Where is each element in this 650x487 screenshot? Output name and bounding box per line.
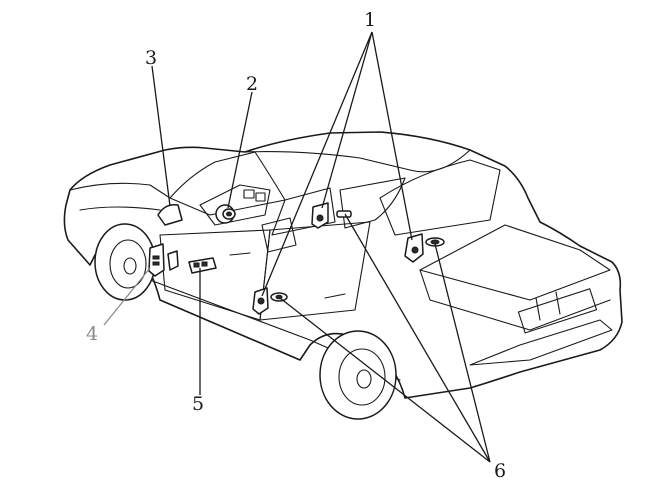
leader-4 — [103, 267, 151, 326]
front-rim — [109, 239, 147, 289]
side-mirror — [157, 203, 183, 226]
door-handle-rear — [324, 293, 346, 299]
actuator-front-bracket — [336, 210, 352, 218]
master-switch-button-1 — [193, 262, 200, 268]
callout-labels: 1 2 3 4 5 6 — [86, 9, 506, 482]
actuator-rear-bracket-inner — [430, 239, 440, 245]
dash-panel-2 — [255, 192, 266, 202]
rear-bumper — [469, 319, 613, 366]
component-1-rear — [404, 233, 445, 263]
driver-actuator-slot-2 — [152, 261, 160, 266]
dash-panel-1 — [243, 189, 255, 199]
driver-door-actuator-icon — [148, 243, 165, 277]
rear-door-actuator-pin — [257, 297, 265, 305]
leader-1b — [261, 31, 373, 297]
front-wheel — [94, 223, 156, 301]
dashboard — [199, 184, 271, 226]
callout-6: 6 — [494, 460, 506, 482]
rear-light-divider-2 — [555, 291, 561, 315]
component-1-front — [311, 202, 352, 229]
trunk-edge — [419, 269, 611, 331]
rear-rim — [338, 348, 386, 406]
leader-1c — [371, 31, 413, 241]
rocker-panel — [159, 299, 301, 361]
leader-6b — [434, 243, 491, 463]
master-switch-button-2 — [201, 261, 208, 267]
component-2-switch — [222, 208, 236, 220]
leader-6c — [344, 213, 491, 463]
front-seat — [261, 217, 297, 253]
driver-lock-knob — [167, 250, 179, 271]
rear-door-outline — [259, 221, 371, 321]
rear-light-divider-1 — [535, 297, 541, 321]
actuator-front-pin — [316, 214, 324, 222]
front-door-window — [271, 187, 336, 236]
actuator-rear-pin — [411, 246, 419, 254]
callout-3: 3 — [145, 47, 157, 69]
component-4-driver-actuator — [148, 243, 165, 277]
trunk-lid — [419, 224, 611, 301]
callout-5: 5 — [192, 393, 204, 415]
rear-window — [379, 159, 501, 236]
leader-1a — [321, 31, 373, 209]
rear-wheel — [319, 330, 397, 420]
driver-actuator-slot — [152, 255, 160, 260]
rear-hub — [356, 369, 372, 389]
front-hood-line — [69, 182, 171, 199]
callout-2: 2 — [246, 73, 258, 95]
rear-door-window — [339, 177, 406, 229]
component-5-master-switch — [167, 250, 217, 274]
front-hub — [123, 257, 137, 275]
rear-light — [517, 288, 598, 334]
hood-crease — [79, 206, 161, 211]
leader-2 — [227, 91, 253, 209]
roof-line — [244, 149, 471, 173]
component-6-rear-door — [252, 287, 288, 315]
callout-1: 1 — [364, 9, 376, 31]
leader-6a — [279, 297, 491, 463]
door-handle-front — [229, 252, 251, 256]
leader-lines — [103, 31, 491, 463]
callout-4: 4 — [86, 323, 98, 345]
door-lock-switch-core — [226, 211, 232, 217]
leader-3 — [151, 65, 171, 207]
